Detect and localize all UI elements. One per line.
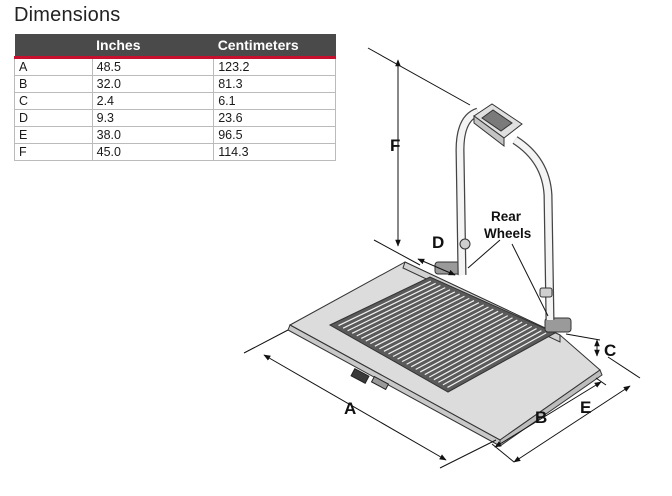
table-header-row: Inches Centimeters [14, 34, 336, 59]
display-head-icon [473, 103, 523, 148]
table-header-inches: Inches [92, 34, 214, 59]
grip-slat [438, 328, 537, 383]
grip-slat [356, 289, 451, 337]
grip-slat [360, 291, 456, 339]
label-b: B [535, 408, 547, 427]
dimension-inches: 9.3 [91, 109, 215, 127]
grip-slat [447, 332, 547, 388]
grip-slat [401, 310, 499, 363]
dimensions-table: Inches Centimeters A 48.5 123.2 B 32.0 8… [14, 34, 336, 161]
knob-icon [459, 238, 553, 298]
grip-slat [351, 287, 446, 334]
label-rear-wheels-line2: Wheels [484, 226, 531, 241]
grip-slat [338, 280, 432, 327]
label-c: C [604, 341, 616, 360]
label-f: F [390, 136, 400, 155]
label-d: D [432, 233, 444, 252]
grip-slat [374, 297, 470, 347]
table-row: E 38.0 96.5 [14, 126, 336, 144]
section-title: Dimensions [14, 4, 121, 26]
grip-slat [379, 300, 475, 350]
dimension-centimeters: 81.3 [213, 75, 336, 93]
label-a: A [344, 399, 356, 418]
grip-slat [370, 295, 465, 345]
handrail [455, 107, 555, 321]
dimension-lines [243, 47, 641, 469]
grip-slat [392, 306, 489, 358]
table-row: D 9.3 23.6 [14, 109, 336, 127]
label-rear-wheels-line1: Rear [491, 209, 522, 224]
dimension-inches: 45.0 [91, 143, 215, 161]
grip-slat [442, 330, 542, 386]
table-row: F 45.0 114.3 [14, 143, 336, 161]
dimension-centimeters: 114.3 [213, 143, 336, 161]
dimension-centimeters: 96.5 [213, 126, 336, 144]
grip-slat [383, 302, 480, 352]
grip-slat [365, 293, 460, 342]
table-header-label [14, 34, 93, 59]
grip-slat [347, 284, 441, 332]
grip-slat [433, 325, 533, 381]
grip-slat [342, 282, 436, 329]
table-header-centimeters: Centimeters [213, 34, 336, 59]
grip-slat [397, 308, 494, 360]
grip-slat [388, 304, 484, 355]
label-e: E [580, 398, 591, 417]
table-row: B 32.0 81.3 [14, 75, 336, 93]
